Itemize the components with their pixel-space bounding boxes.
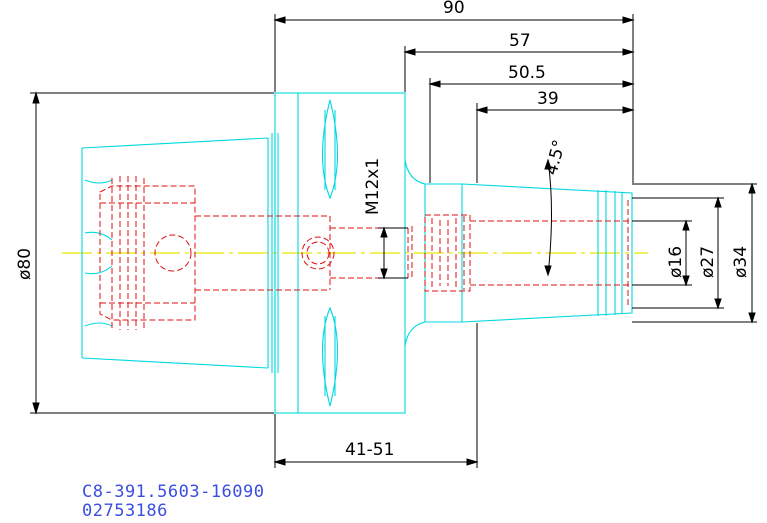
dim-dia-27: ø27 — [698, 246, 718, 278]
dim-39: 39 — [537, 89, 559, 109]
part-number-label: 02753186 — [82, 501, 168, 521]
dim-50-5: 50.5 — [508, 63, 546, 83]
dim-thread-m12x1: M12x1 — [363, 158, 383, 215]
dimension-lines — [30, 14, 757, 468]
dim-dia-16: ø16 — [666, 246, 686, 278]
holder-outline — [81, 92, 633, 414]
part-code-label: C8-391.5603-16090 — [82, 482, 265, 502]
dim-dia-34: ø34 — [731, 246, 751, 278]
dim-90: 90 — [443, 0, 465, 18]
dim-57: 57 — [509, 31, 531, 51]
internal-bore-hidden-lines — [99, 176, 632, 330]
dim-dia-80: ø80 — [15, 248, 35, 280]
dim-range-41-51: 41-51 — [345, 440, 394, 460]
dim-taper-angle: 4.5° — [542, 138, 571, 178]
